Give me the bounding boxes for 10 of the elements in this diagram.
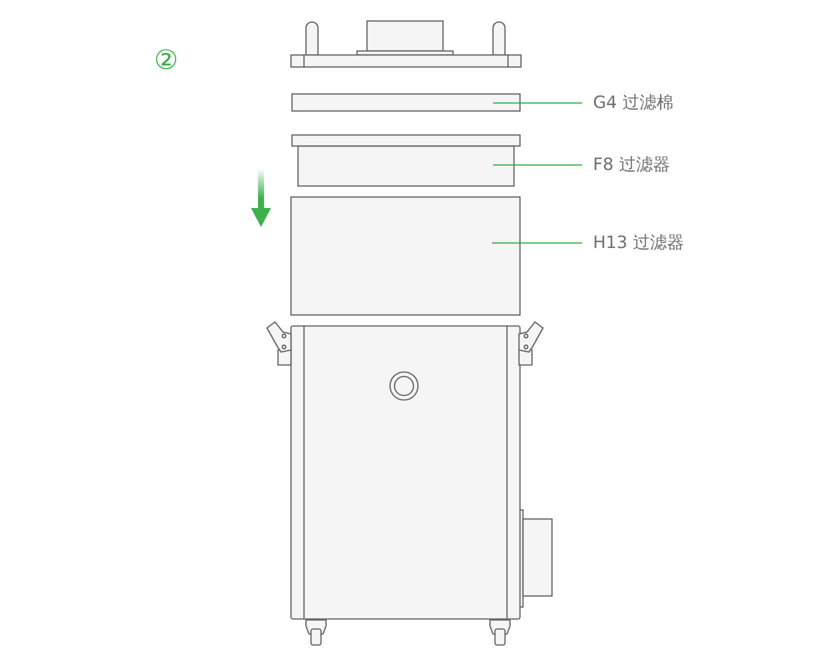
leader-line [493,102,582,104]
filter-panel [291,134,521,187]
filter-panel [290,196,521,316]
leader-line [493,164,582,166]
part-label: G4 过滤棉 [593,93,674,113]
part-label: H13 过滤器 [593,233,684,253]
filter-panel [291,93,521,112]
part-label: F8 过滤器 [593,155,670,175]
step-number: ② [154,46,178,76]
leader-line [492,242,582,244]
